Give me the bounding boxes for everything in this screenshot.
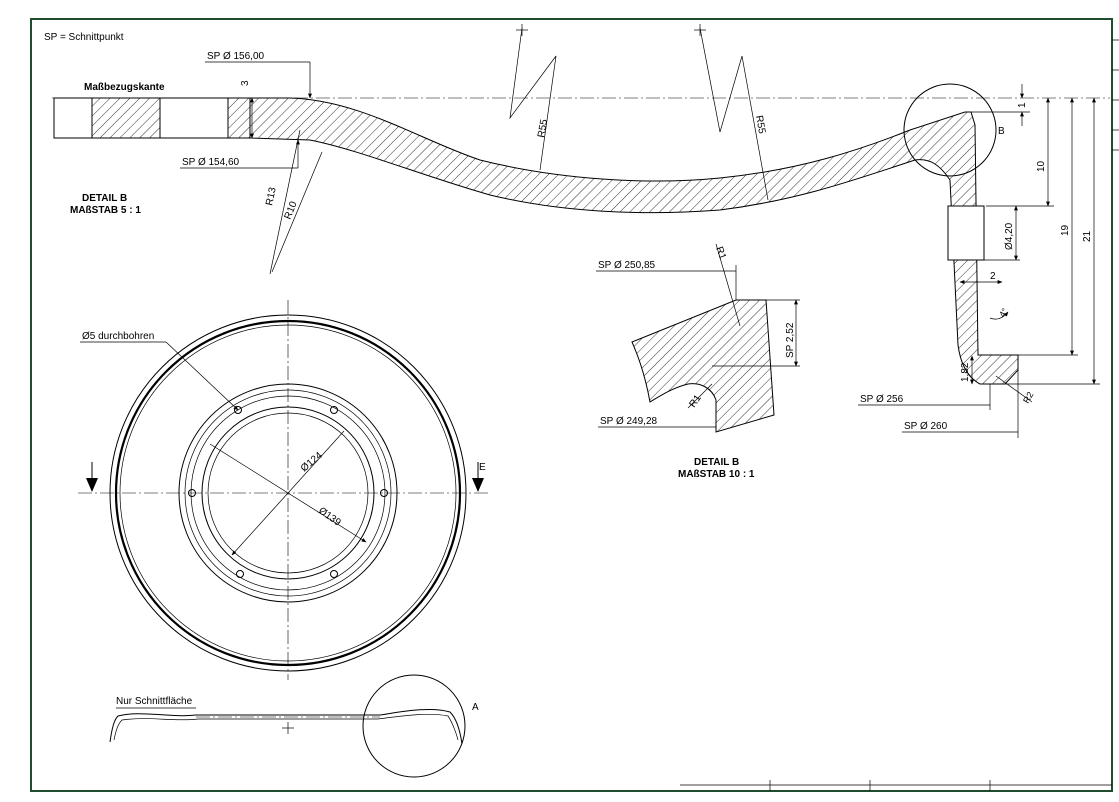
dim-r2: R2 [1021, 390, 1035, 405]
reference-edge-strip [53, 97, 93, 139]
flange-circle [178, 383, 398, 603]
detail-a-circle [362, 674, 466, 778]
dim-19: 19 [1060, 224, 1071, 236]
detail-b-10-1-view: SP 2,52 SP Ø 250,85 R1 SP Ø 249,28 R1 DE… [596, 243, 800, 480]
dim-sp-260: SP Ø 260 [904, 421, 948, 432]
detail-b-5-scale: MAßSTAB 5 : 1 [70, 205, 141, 216]
dim-r13: R13 [264, 186, 279, 207]
dim-10: 10 [1036, 160, 1047, 172]
dim-21: 21 [1082, 230, 1093, 242]
detail-b-5-1-view: B Maßbezugskante SP Ø 156,00 SP Ø 154,60… [52, 24, 1110, 438]
dim-2: 2 [990, 271, 996, 282]
dim-d4-20: Ø4,20 [1004, 222, 1015, 250]
detail-b-10-scale: MAßSTAB 10 : 1 [678, 469, 755, 480]
dim-sp-250: SP Ø 250,85 [598, 260, 656, 271]
marker-e-label: E [479, 462, 486, 473]
detail-b-10-section [631, 299, 775, 433]
dim-r1-top: R1 [713, 245, 728, 261]
dim-sp-156: SP Ø 156,00 [207, 51, 265, 62]
dim-sp-154: SP Ø 154,60 [182, 157, 240, 168]
disc-profile-section [249, 97, 1019, 385]
front-view: Ø124 Ø139 Ø5 durchbohren E [78, 300, 490, 680]
reference-edge-label: Maßbezugskante [84, 82, 165, 93]
dim-3: 3 [240, 80, 251, 86]
section-profile [109, 708, 463, 745]
dim-sp-249: SP Ø 249,28 [600, 416, 658, 427]
title-block-strip [680, 780, 1112, 791]
dim-sp-256: SP Ø 256 [860, 394, 904, 405]
sheet-edge-marks [1112, 39, 1119, 151]
legend-text: SP = Schnittpunkt [44, 32, 124, 43]
dim-1: 1 [1017, 102, 1028, 108]
dim-r55-b: R55 [753, 115, 767, 135]
dim-r1-bottom: R1 [687, 393, 704, 410]
bore-hole-section [947, 205, 985, 261]
drill-note: Ø5 durchbohren [82, 331, 154, 342]
drawing-frame [30, 18, 1113, 792]
section-view: Nur Schnittfläche A [109, 674, 479, 778]
outer-rim-circle [109, 314, 467, 672]
dim-angle-4: 4° [997, 306, 1010, 319]
detail-b-10-title: DETAIL B [694, 457, 739, 468]
dim-1-82: 1,82 [960, 362, 971, 382]
section-only-label: Nur Schnittfläche [116, 696, 193, 707]
marker-b-label: B [998, 126, 1005, 137]
dim-d124: Ø124 [299, 450, 325, 474]
detail-b-5-title: DETAIL B [82, 193, 127, 204]
dim-sp-2-52: SP 2,52 [785, 322, 796, 358]
marker-a-label: A [472, 702, 479, 713]
dim-r55-a: R55 [536, 118, 550, 138]
bolt-hole-pattern [188, 406, 388, 578]
detail-b-circle [903, 83, 997, 177]
inner-bore-circle [201, 406, 375, 580]
